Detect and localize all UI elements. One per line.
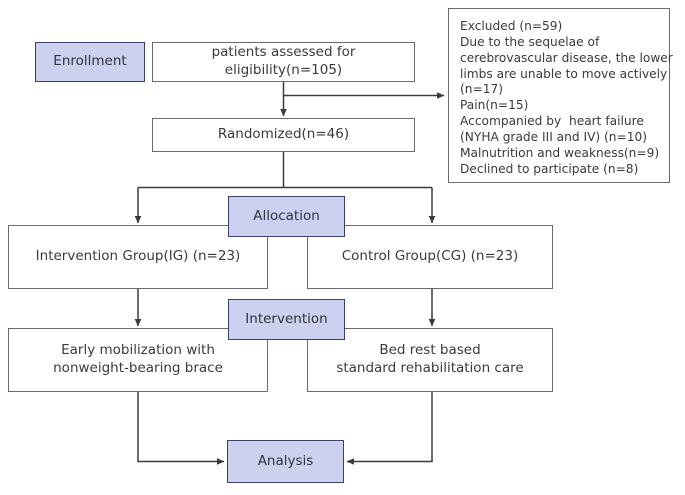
excluded-text-block: Excluded (n=59) Due to the sequelae of c… xyxy=(460,19,673,178)
excluded-line-8: (NYHA grade III and IV) (n=10) xyxy=(460,130,647,145)
phase-analysis-text: Analysis xyxy=(257,452,314,469)
control-detail-line-1: Bed rest based xyxy=(379,342,481,359)
excluded-line-9: Malnutrition and weakness(n=9) xyxy=(460,145,660,160)
excluded-line-6: Pain(n=15) xyxy=(460,98,529,113)
phase-label-intervention: Intervention xyxy=(228,299,345,340)
excluded-line-4: limbs are unable to move actively xyxy=(460,66,668,81)
node-randomized: Randomized(n=46) xyxy=(152,118,415,152)
excluded-line-10: Declined to participate (n=8) xyxy=(460,161,639,176)
phase-allocation-text: Allocation xyxy=(253,207,320,224)
excluded-line-3: cerebrovascular disease, the lower xyxy=(460,50,673,65)
phase-enrollment-text: Enrollment xyxy=(53,53,127,70)
node-intervention-group-text: Intervention Group(IG) (n=23) xyxy=(35,248,241,265)
node-excluded: Excluded (n=59) Due to the sequelae of c… xyxy=(448,8,673,183)
node-control-group: Control Group(CG) (n=23) xyxy=(307,225,553,289)
node-control-detail: Bed rest based standard rehabilitation c… xyxy=(307,328,553,392)
intervention-detail-text: Early mobilization with nonweight-bearin… xyxy=(53,342,223,378)
node-intervention-group: Intervention Group(IG) (n=23) xyxy=(8,225,268,289)
phase-label-allocation: Allocation xyxy=(228,196,345,237)
excluded-line-7: Accompanied by heart failure xyxy=(460,114,644,129)
node-intervention-detail: Early mobilization with nonweight-bearin… xyxy=(8,328,268,392)
node-eligibility: patients assessed for eligibility(n=105) xyxy=(152,42,415,82)
phase-intervention-text: Intervention xyxy=(245,310,328,327)
control-detail-line-2: standard rehabilitation care xyxy=(336,360,524,376)
excluded-line-5: (n=17) xyxy=(460,82,503,97)
control-detail-text: Bed rest based standard rehabilitation c… xyxy=(336,342,523,378)
phase-label-analysis: Analysis xyxy=(227,440,344,483)
phase-label-enrollment: Enrollment xyxy=(35,42,145,82)
node-eligibility-text: patients assessed for eligibility(n=105) xyxy=(211,44,356,78)
intervention-detail-line-2: nonweight-bearing brace xyxy=(53,360,223,376)
node-control-group-text: Control Group(CG) (n=23) xyxy=(341,248,519,265)
node-randomized-text: Randomized(n=46) xyxy=(217,126,350,143)
excluded-line-2: Due to the sequelae of xyxy=(460,34,600,49)
excluded-line-1: Excluded (n=59) xyxy=(460,19,563,33)
intervention-detail-line-1: Early mobilization with xyxy=(61,342,215,359)
